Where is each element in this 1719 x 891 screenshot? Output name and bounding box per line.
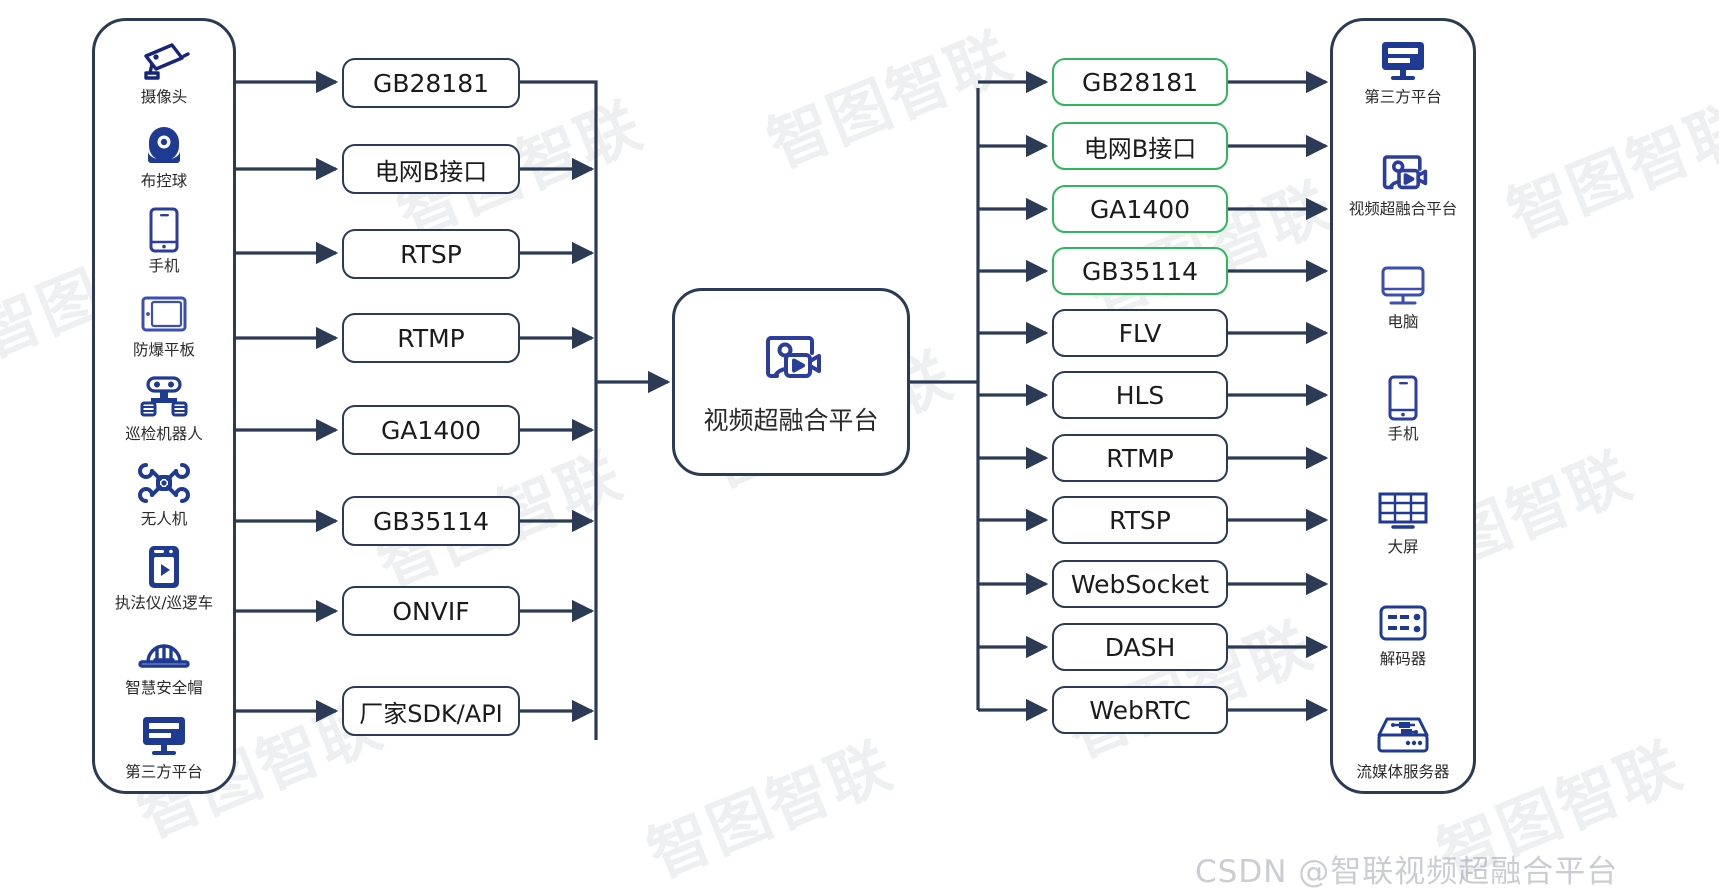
video-fusion-platform-node[interactable]: 视频超融合平台 — [672, 288, 910, 476]
device-label: 防爆平板 — [132, 341, 195, 360]
device-label: 布控球 — [140, 172, 188, 191]
output-protocol-webrtc[interactable]: WebRTC — [1052, 686, 1228, 734]
output-protocol-gb35114[interactable]: GB35114 — [1052, 247, 1228, 295]
input-protocol-power-grid-b[interactable]: 电网B接口 — [342, 144, 520, 194]
output-device-label: 第三方平台 — [1364, 88, 1442, 106]
output-protocol-rtsp[interactable]: RTSP — [1052, 496, 1228, 544]
device-label: 智慧安全帽 — [125, 678, 203, 697]
mobile-phone-icon — [1386, 372, 1420, 424]
output-device-third-party-platform[interactable]: 第三方平台 — [1333, 35, 1473, 106]
output-device-label: 解码器 — [1379, 650, 1427, 669]
output-protocol-hls[interactable]: HLS — [1052, 371, 1228, 419]
rugged-tablet-icon — [139, 288, 189, 340]
device-label: 执法仪/巡逻车 — [114, 594, 214, 613]
inspection-robot-icon — [137, 372, 191, 424]
video-fusion-platform-icon — [1376, 147, 1430, 199]
device-label: 第三方平台 — [125, 762, 203, 781]
cctv-camera-icon — [138, 35, 190, 87]
streaming-server-icon — [1375, 710, 1431, 762]
device-item-rugged-tablet[interactable]: 防爆平板 — [95, 288, 233, 359]
device-label: 巡检机器人 — [125, 425, 203, 444]
third-party-platform-icon — [1378, 35, 1428, 87]
output-protocol-dash[interactable]: DASH — [1052, 623, 1228, 671]
output-protocol-power-grid-b[interactable]: 电网B接口 — [1052, 122, 1228, 170]
device-item-camera[interactable]: 摄像头 — [95, 35, 233, 106]
smart-helmet-icon — [138, 626, 190, 678]
device-label: 无人机 — [140, 509, 188, 528]
output-device-label: 大屏 — [1387, 537, 1419, 556]
input-protocol-vendor-sdk-api[interactable]: 厂家SDK/API — [342, 686, 520, 736]
output-protocol-flv[interactable]: FLV — [1052, 309, 1228, 357]
right-device-panel: 第三方平台 视频超融合平台 — [1330, 18, 1476, 794]
left-device-panel: 摄像头 布控球 手机 — [92, 18, 236, 794]
ptz-dome-camera-icon — [141, 119, 187, 171]
device-item-phone[interactable]: 手机 — [95, 204, 233, 275]
output-device-label: 电脑 — [1387, 312, 1419, 331]
device-item-smart-helmet[interactable]: 智慧安全帽 — [95, 626, 233, 697]
input-protocol-rtsp[interactable]: RTSP — [342, 229, 520, 279]
decoder-icon — [1377, 597, 1429, 649]
output-device-label: 手机 — [1387, 425, 1419, 444]
output-protocol-ga1400[interactable]: GA1400 — [1052, 185, 1228, 233]
device-item-drone[interactable]: 无人机 — [95, 457, 233, 528]
output-protocol-websocket[interactable]: WebSocket — [1052, 560, 1228, 608]
device-item-third-party-platform[interactable]: 第三方平台 — [95, 710, 233, 781]
device-label: 摄像头 — [140, 88, 188, 106]
input-protocol-ga1400[interactable]: GA1400 — [342, 405, 520, 455]
output-protocol-gb28181[interactable]: GB28181 — [1052, 58, 1228, 106]
output-device-label: 流媒体服务器 — [1356, 762, 1450, 781]
output-device-computer[interactable]: 电脑 — [1333, 260, 1473, 331]
output-device-decoder[interactable]: 解码器 — [1333, 597, 1473, 668]
drone-icon — [136, 457, 192, 509]
device-item-dome-camera[interactable]: 布控球 — [95, 119, 233, 190]
output-device-video-fusion-platform[interactable]: 视频超融合平台 — [1333, 147, 1473, 218]
mobile-phone-icon — [147, 204, 181, 256]
input-protocol-rtmp[interactable]: RTMP — [342, 313, 520, 363]
video-fusion-platform-icon — [758, 328, 824, 393]
input-protocol-onvif[interactable]: ONVIF — [342, 586, 520, 636]
output-device-label: 视频超融合平台 — [1348, 200, 1458, 219]
device-label: 手机 — [148, 256, 180, 275]
third-party-platform-icon — [139, 710, 189, 762]
desktop-computer-icon — [1378, 260, 1428, 312]
input-protocol-gb35114[interactable]: GB35114 — [342, 496, 520, 546]
device-item-law-enforcement-recorder[interactable]: 执法仪/巡逻车 — [95, 541, 233, 612]
output-device-video-wall[interactable]: 大屏 — [1333, 485, 1473, 556]
law-enforcement-recorder-icon — [145, 541, 183, 593]
output-device-streaming-server[interactable]: 流媒体服务器 — [1333, 710, 1473, 781]
device-item-inspection-robot[interactable]: 巡检机器人 — [95, 372, 233, 443]
output-device-phone[interactable]: 手机 — [1333, 372, 1473, 443]
video-wall-icon — [1376, 485, 1430, 537]
hub-label: 视频超融合平台 — [703, 405, 879, 435]
input-protocol-gb28181[interactable]: GB28181 — [342, 58, 520, 108]
csdn-watermark: CSDN @智联视频超融合平台 — [1195, 854, 1619, 890]
output-protocol-rtmp[interactable]: RTMP — [1052, 434, 1228, 482]
